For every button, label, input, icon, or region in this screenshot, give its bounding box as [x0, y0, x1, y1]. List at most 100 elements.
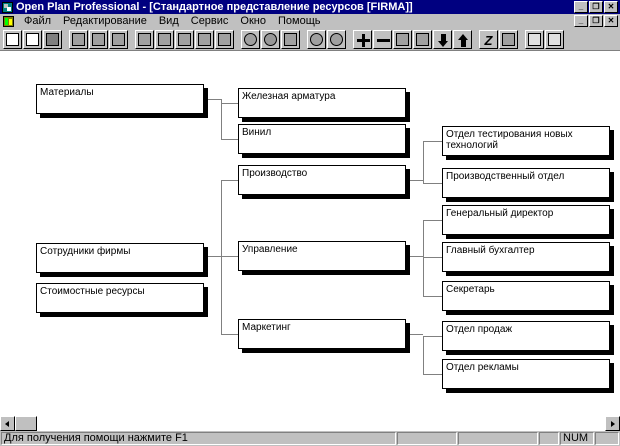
circle-person-icon [264, 32, 277, 46]
connector-line [423, 374, 442, 375]
remove-node-button[interactable] [373, 29, 392, 49]
open-button[interactable] [23, 29, 42, 49]
status-pane-7 [595, 432, 619, 445]
promote-button[interactable] [413, 29, 432, 49]
diagram-node-proizvodstvo[interactable]: Производство [238, 165, 406, 195]
horizontal-scrollbar[interactable] [0, 415, 620, 431]
mdi-close-button[interactable]: ✕ [604, 15, 618, 27]
connector-line [221, 180, 238, 181]
report-button[interactable] [499, 29, 518, 49]
copy-button[interactable] [89, 29, 108, 49]
diagram-node-sekretar[interactable]: Секретарь [442, 281, 610, 311]
mdi-minimize-button[interactable]: _ [574, 15, 588, 27]
diagram-node-materialy[interactable]: Материалы [36, 84, 204, 114]
arrow-down-icon [436, 33, 449, 47]
connector-line [423, 141, 442, 142]
connector-line [423, 141, 424, 183]
menu-item-help[interactable]: Помощь [277, 14, 321, 27]
circle-icon [310, 32, 323, 46]
diagram-node-vinil[interactable]: Винил [238, 124, 406, 154]
menu-item-window[interactable]: Окно [240, 14, 266, 27]
view-spreadsheet-button[interactable] [281, 29, 300, 49]
menu-item-file[interactable]: Файл [24, 14, 52, 27]
diagram-node-upravlenie[interactable]: Управление [238, 241, 406, 271]
circle-icon [244, 32, 257, 46]
diagram-node-otdel-reklamy[interactable]: Отдел рекламы [442, 359, 610, 389]
cut-button[interactable] [69, 29, 88, 49]
arrow-question-icon [218, 32, 231, 46]
toolbar: Z [0, 28, 620, 51]
menu-item-tools[interactable]: Сервис [190, 14, 229, 27]
scroll-right-arrow-icon[interactable] [605, 416, 620, 431]
paste-icon [112, 32, 125, 46]
diagram-node-otdel-test[interactable]: Отдел тестирования новых технологий [442, 126, 610, 156]
diagram-node-sotrudniki[interactable]: Сотрудники фирмы [36, 243, 204, 273]
view-barchart-button[interactable] [241, 29, 260, 49]
connector-line [423, 220, 442, 221]
diagram-node-marketing[interactable]: Маркетинг [238, 319, 406, 349]
move-up-button[interactable] [453, 29, 472, 49]
save-button[interactable] [43, 29, 62, 49]
diagram-node-gen-direktor[interactable]: Генеральный директор [442, 205, 610, 235]
connector-line [221, 334, 238, 335]
minus-icon [376, 33, 390, 46]
view-network-button[interactable] [261, 29, 280, 49]
tile-windows-button[interactable] [525, 29, 544, 49]
minimize-button[interactable]: _ [574, 1, 588, 13]
cascade-windows-button[interactable] [545, 29, 564, 49]
print-preview-button[interactable] [155, 29, 174, 49]
new-button[interactable] [3, 29, 22, 49]
connector-line [221, 256, 222, 334]
status-message: Для получения помощи нажмите F1 [1, 432, 396, 445]
circle-icon [330, 32, 343, 46]
open-folder-icon [26, 32, 39, 46]
window-title: Open Plan Professional - [Стандартное пр… [16, 1, 413, 13]
scroll-left-arrow-icon[interactable] [0, 416, 15, 431]
move-down-button[interactable] [433, 29, 452, 49]
diagram-node-zhel-armatura[interactable]: Железная арматура [238, 88, 406, 118]
help-button[interactable] [195, 29, 214, 49]
new-document-icon [6, 32, 19, 46]
restore-button[interactable]: ❐ [589, 1, 603, 13]
status-pane-caps [539, 432, 559, 445]
connector-line [423, 336, 424, 374]
connector-line [221, 256, 238, 257]
step-icon [416, 32, 429, 46]
zigzag-button[interactable]: Z [479, 29, 498, 49]
menu-item-view[interactable]: Вид [158, 14, 179, 27]
connector-line [406, 334, 423, 335]
menu-item-edit[interactable]: Редактирование [63, 14, 147, 27]
save-disk-icon [46, 32, 59, 46]
title-bar[interactable]: Open Plan Professional - [Стандартное пр… [0, 0, 620, 14]
diagram-node-proizv-otdel[interactable]: Производственный отдел [442, 168, 610, 198]
mdi-restore-button[interactable]: ❐ [589, 15, 603, 27]
link-button[interactable] [393, 29, 412, 49]
close-button[interactable]: ✕ [604, 1, 618, 13]
scissors-icon [72, 32, 85, 46]
print-button[interactable] [135, 29, 154, 49]
resource-chart-button[interactable] [327, 29, 346, 49]
connector-line [406, 256, 423, 257]
scroll-track[interactable] [15, 416, 605, 431]
tile-windows-icon [528, 32, 541, 46]
add-node-button[interactable] [353, 29, 372, 49]
paste-button[interactable] [109, 29, 128, 49]
page-setup-button[interactable] [175, 29, 194, 49]
printer-icon [138, 32, 151, 46]
connector-line [221, 139, 238, 140]
mdi-document-icon[interactable] [3, 15, 14, 27]
diagram-node-stoim-resursy[interactable]: Стоимостные ресурсы [36, 283, 204, 313]
connector-line [204, 256, 221, 257]
status-pane-3 [458, 432, 538, 445]
resource-view-button[interactable] [307, 29, 326, 49]
diagram-node-otdel-prodazh[interactable]: Отдел продаж [442, 321, 610, 351]
connector-line [221, 103, 238, 104]
scroll-thumb[interactable] [15, 416, 37, 431]
connector-line [423, 296, 442, 297]
diagram-node-gl-buhgalter[interactable]: Главный бухгалтер [442, 242, 610, 272]
connector-line [221, 99, 222, 140]
context-help-button[interactable] [215, 29, 234, 49]
plus-icon [356, 33, 370, 47]
